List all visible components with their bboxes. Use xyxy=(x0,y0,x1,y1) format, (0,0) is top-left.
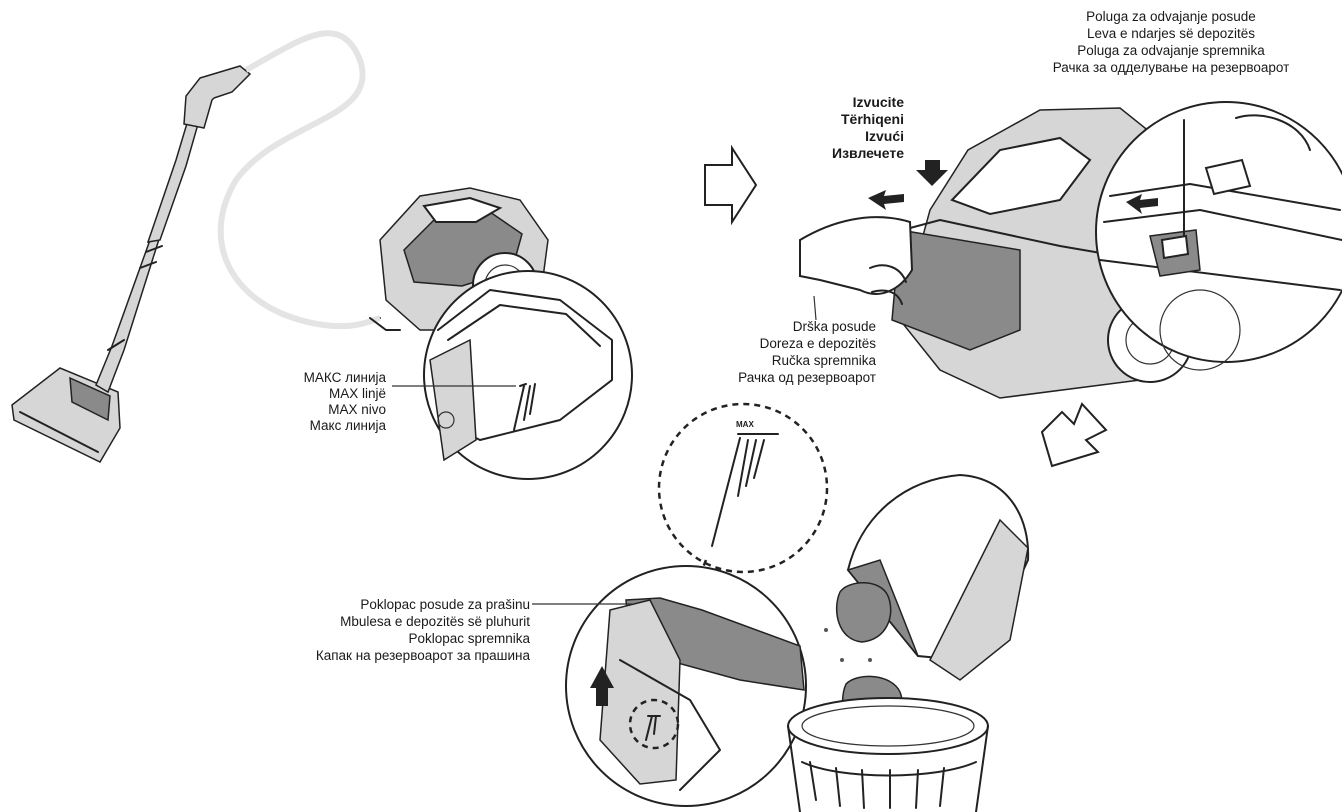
label-line: Leva e ndarjes së depozitës xyxy=(1086,26,1256,41)
label-line: Poklopac spremnika xyxy=(408,631,530,646)
container-emptying-illustration xyxy=(824,473,1030,737)
trash-bin-icon xyxy=(787,697,989,812)
pull-out-label: Izvucite Tërhiqeni Izvući Извлечете xyxy=(800,94,904,162)
label-line: Tërhiqeni xyxy=(840,111,904,127)
max-line-magnifier xyxy=(392,270,633,480)
label-line: Капак на резервоарот за прашина xyxy=(315,648,530,663)
label-line: Drška posude xyxy=(792,319,876,334)
label-line: MAX linjë xyxy=(328,386,386,401)
label-line: МАКС линија xyxy=(303,370,386,385)
container-handle-label: Drška posude Doreza e depozitës Ručka sp… xyxy=(700,318,876,386)
dust-container-magnifier xyxy=(565,565,807,807)
label-line: Макс линија xyxy=(309,418,386,433)
label-line: Izvući xyxy=(865,128,904,144)
dust-cover-label: Poklopac posude za prašinu Mbulesa e dep… xyxy=(230,596,530,664)
label-line: Рачка за одделување на резервоарот xyxy=(1052,60,1290,75)
release-lever-magnifier xyxy=(1095,101,1342,371)
label-line: MAX nivo xyxy=(328,402,386,417)
label-line: Poluga za odvajanje spremnika xyxy=(1077,43,1265,58)
label-line: Doreza e depozitës xyxy=(759,336,876,351)
label-line: Izvucite xyxy=(852,94,904,110)
arrow-down-icon xyxy=(1040,402,1108,468)
label-line: Poluga za odvajanje posude xyxy=(1086,9,1256,24)
handle-leader xyxy=(813,295,817,321)
label-line: Poklopac posude za prašinu xyxy=(360,597,530,612)
release-lever-label: Poluga za odvajanje posude Leva e ndarje… xyxy=(1010,8,1332,76)
label-line: Рачка од резервоарот xyxy=(738,370,876,385)
container-removal-illustration xyxy=(799,107,1201,399)
label-line: Mbulesa e depozitës së pluhurit xyxy=(340,614,530,629)
label-line: Извлечете xyxy=(832,145,904,161)
max-line-label: МАКС линија MAX linjë MAX nivo Макс лини… xyxy=(270,370,386,434)
arrow-right-icon xyxy=(704,144,758,226)
max-mark-text: MAX xyxy=(736,420,754,429)
label-line: Ručka spremnika xyxy=(771,353,876,368)
